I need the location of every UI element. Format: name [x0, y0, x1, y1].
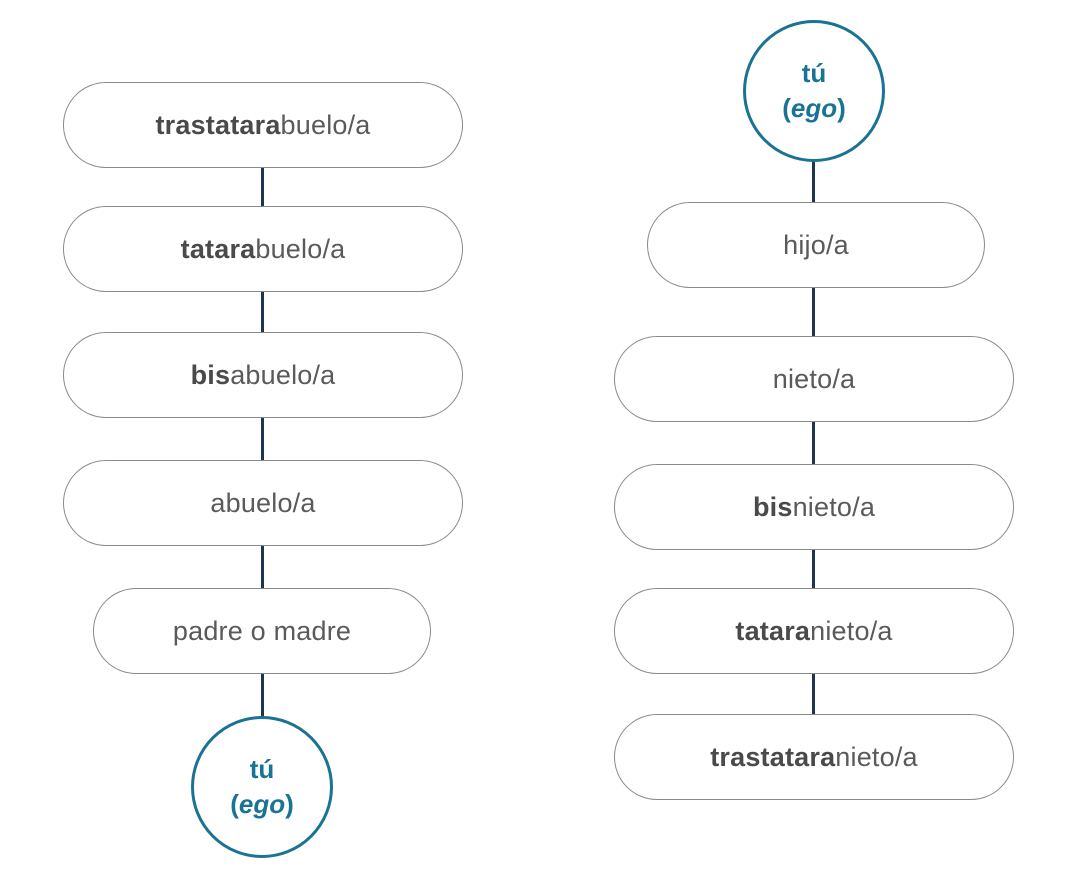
suffix: nieto/a [835, 741, 918, 772]
connector-line [261, 672, 264, 718]
suffix: padre o madre [172, 615, 352, 646]
suffix: nieto/a [772, 363, 856, 394]
prefix: tatara [180, 233, 256, 264]
ego-label: tú [249, 754, 275, 784]
ego-sublabel: (ego) [782, 93, 846, 123]
suffix: nieto/a [792, 491, 876, 522]
ancestor-box-abuelo: abuelo/a [63, 460, 463, 546]
suffix: hijo/a [783, 229, 849, 260]
prefix: trastatara [710, 741, 836, 772]
suffix: buelo/a [255, 233, 346, 264]
connector-line [812, 420, 815, 466]
connector-line [812, 672, 815, 716]
prefix: tatara [735, 615, 811, 646]
connector-line [812, 160, 815, 204]
descendant-box-hijo: hijo/a [647, 202, 985, 288]
prefix: bis [190, 359, 231, 390]
ego-circle-right: tú (ego) [743, 20, 885, 162]
connector-line [812, 286, 815, 338]
suffix: buelo/a [280, 109, 371, 140]
descendant-box-nieto: nieto/a [614, 336, 1014, 422]
suffix: abuelo/a [230, 359, 336, 390]
suffix: nieto/a [810, 615, 893, 646]
connector-line [261, 166, 264, 208]
ancestor-box-padre-o-madre: padre o madre [93, 588, 431, 674]
prefix: bis [752, 491, 793, 522]
suffix: abuelo/a [210, 487, 316, 518]
ego-label: tú [801, 58, 827, 88]
connector-line [261, 290, 264, 334]
connector-line [261, 416, 264, 462]
prefix: trastatara [155, 109, 281, 140]
ego-circle-left: tú (ego) [191, 716, 333, 858]
connector-line [261, 544, 264, 590]
ego-sublabel: (ego) [230, 789, 294, 819]
connector-line [812, 548, 815, 590]
